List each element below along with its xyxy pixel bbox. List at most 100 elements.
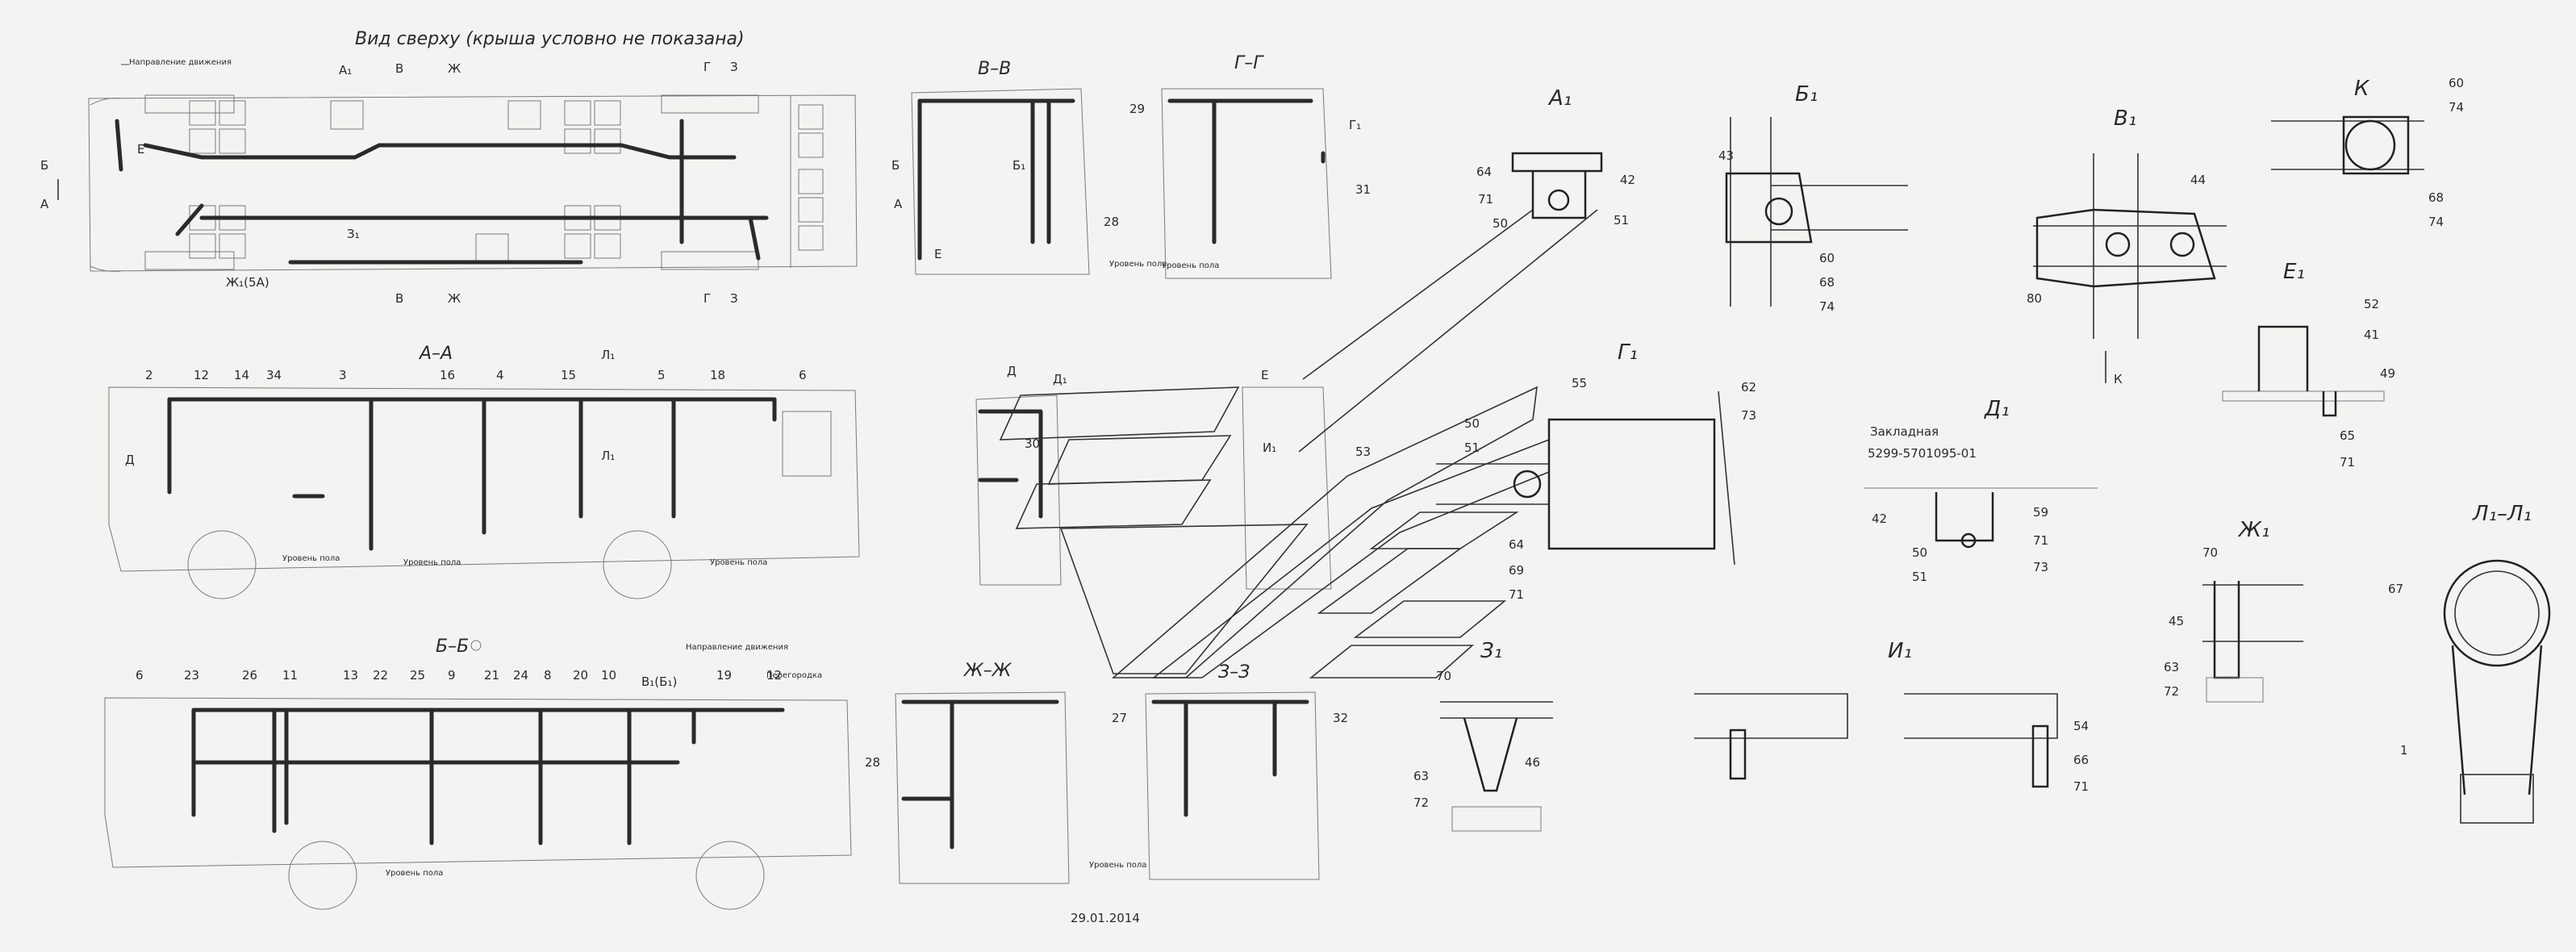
section-zz-outline (1145, 691, 1320, 880)
cut-mark-z1: З₁ (347, 227, 360, 241)
zh1-base (2206, 677, 2264, 703)
zhzh-rails (901, 699, 1059, 850)
i1-pos-54: 54 (2073, 719, 2089, 733)
view-d-title: Д (1007, 364, 1017, 378)
d1-pos-50: 50 (1912, 545, 1927, 560)
svg-text:20: 20 (573, 668, 588, 683)
a1-bracket (1531, 171, 1587, 219)
view-d-ref-d1: Д₁ (1053, 372, 1067, 386)
verticals-bb (191, 708, 696, 846)
g1-box (1547, 418, 1716, 550)
v1-pos-80: 80 (2027, 291, 2042, 306)
floor-level-aa: Уровень пола (282, 554, 340, 563)
d1-pos-59: 59 (2033, 505, 2048, 520)
bb-partition: Перегородка (766, 671, 822, 680)
detail-i1-title: И₁ (1888, 639, 1912, 663)
wheel-rear-aa (603, 530, 672, 599)
i1-bolt-2 (2031, 724, 2049, 788)
section-zhzh-title: Ж–Ж (962, 661, 1012, 681)
svg-text:23: 23 (184, 668, 199, 683)
view-e-outline (1242, 386, 1332, 590)
zhzh-pos-28: 28 (865, 755, 880, 770)
b1-horizontal-tube (1771, 185, 1908, 231)
seats-top (189, 100, 824, 263)
svg-text:16: 16 (440, 368, 455, 382)
cut-mark-a: А (40, 197, 49, 211)
g1-pos-71: 71 (1509, 587, 1524, 602)
e1-floor (2222, 390, 2385, 402)
g1-pos-62: 62 (1741, 380, 1756, 395)
cut-mark-zh-bottom: Ж (448, 291, 461, 306)
z1-bracket (1463, 717, 1518, 792)
g1-tube (1436, 463, 1549, 505)
d1-embed-label: Закладная (1870, 424, 1939, 439)
detail-e1-title: Е₁ (2283, 260, 2305, 284)
section-bb-title: Б–Б (436, 637, 469, 657)
floor-level-bb: Уровень пола (386, 869, 443, 878)
zh1-pos-45: 45 (2169, 614, 2184, 628)
v1-bolt-2 (2169, 232, 2195, 257)
d1-pos-42: 42 (1872, 511, 1887, 526)
e1-pos-49: 49 (2380, 366, 2395, 381)
bb-direction: Направление движения (686, 643, 788, 652)
svg-text:12: 12 (766, 668, 782, 683)
svg-text:15: 15 (561, 368, 576, 382)
b1-pos-68: 68 (1819, 275, 1835, 290)
svg-text:10: 10 (601, 668, 616, 683)
k-tube (2271, 120, 2424, 170)
d1-pos-71: 71 (2033, 533, 2048, 548)
zz-pos-27: 27 (1112, 711, 1127, 725)
gg-verticals (1212, 98, 1326, 244)
svg-text:26: 26 (242, 668, 257, 683)
section-zz: З–З 27 32 (1112, 662, 1348, 880)
l1-ring-inner (2454, 570, 2540, 656)
cut-mark-l1-top: Л₁ (601, 348, 615, 362)
e1-pos-71: 71 (2340, 455, 2355, 470)
detail-e1: Е₁ 52 41 49 65 71 (2222, 260, 2395, 470)
z1-pos-63: 63 (1413, 769, 1429, 783)
g1-pos-73: 73 (1741, 408, 1756, 423)
a1-bolt (1547, 189, 1570, 211)
l1-pos-67: 67 (2388, 582, 2403, 596)
handrail-front-diag (175, 203, 204, 236)
detail-z1: З₁ 70 46 63 72 (1413, 639, 1553, 832)
zh1-pos-72: 72 (2164, 684, 2179, 699)
view-e-ref: Е (1261, 368, 1268, 382)
zh1-pos-70: 70 (2202, 545, 2218, 560)
cut-mark-a-right: А (894, 197, 903, 211)
vv-ref-e1: Е (934, 247, 941, 261)
detail-l1l1-title: Л₁–Л₁ (2472, 502, 2532, 526)
svg-text:19: 19 (716, 668, 732, 683)
arch-rear-left (661, 94, 759, 114)
e1-pos-52: 52 (2364, 297, 2379, 311)
cut-mark-z-top: З (730, 60, 738, 74)
wheel-front-aa (187, 530, 257, 599)
v1-view-k: К (2114, 372, 2123, 386)
floor-level-zhzh: Уровень пола (1089, 861, 1146, 870)
view-d: Д Д₁ 30 Е И₁ 53 (975, 209, 1598, 679)
i1-pos-66: 66 (2073, 753, 2089, 767)
cut-mark-zh1-5a: Ж₁(5А) (226, 275, 269, 290)
view-d-outline (975, 395, 1062, 586)
view-d-rails (978, 409, 1043, 519)
detail-b1-title: Б₁ (1795, 82, 1818, 106)
section-vv: В–В Б₁ Е 29 28 Уровень пола (911, 59, 1167, 275)
g1-pos-51: 51 (1464, 441, 1480, 455)
svg-text:13: 13 (343, 668, 358, 683)
zh1-pos-63: 63 (2164, 660, 2179, 674)
section-zhzh-outline (895, 691, 1070, 884)
top-view-title: Вид сверху (крыша условно не показана) (355, 29, 745, 49)
a1-pos-64: 64 (1476, 165, 1492, 179)
d1-pos-73: 73 (2033, 560, 2048, 574)
view-i1-ref: И₁ (1263, 441, 1276, 455)
svg-text:9: 9 (448, 668, 456, 683)
z1-base (1451, 806, 1542, 832)
z1-pos-46: 46 (1525, 755, 1540, 770)
section-vv-outline (911, 88, 1090, 275)
g1-pos-64: 64 (1509, 537, 1524, 552)
zz-pos-32: 32 (1333, 711, 1348, 725)
i1-section (1694, 693, 2058, 739)
detail-k-title: К (2354, 77, 2370, 101)
